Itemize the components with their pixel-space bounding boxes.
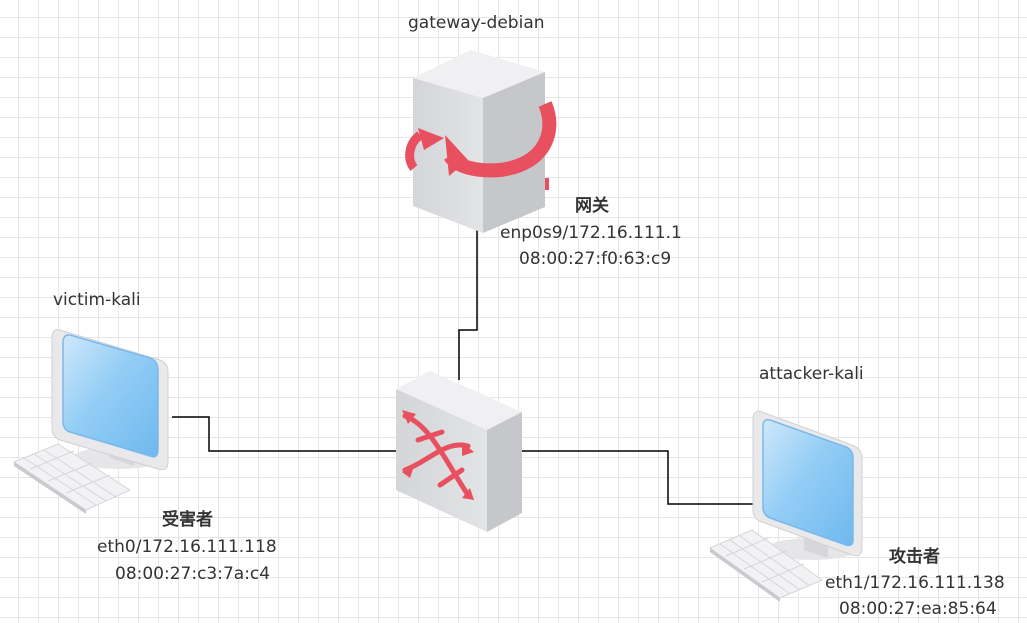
gateway-iface-label: enp0s9/172.16.111.1	[500, 223, 682, 243]
victim-computer-icon[interactable]	[12, 329, 169, 514]
victim-mac-label: 08:00:27:c3:7a:c4	[115, 564, 271, 584]
gateway-name-label: gateway-debian	[408, 13, 545, 33]
attacker-mac-label: 08:00:27:ea:85:64	[839, 599, 997, 619]
victim-name-label: victim-kali	[53, 290, 141, 310]
gateway-mac-label: 08:00:27:f0:63:c9	[519, 249, 672, 269]
attacker-name-label: attacker-kali	[759, 364, 864, 384]
link-victim-switch	[172, 416, 396, 452]
gateway-role-label: 网关	[575, 196, 609, 216]
link-gateway-switch	[458, 230, 478, 380]
link-switch-attacker	[522, 450, 758, 505]
attacker-keyboard-icon	[708, 529, 824, 602]
victim-keyboard-icon	[12, 443, 132, 514]
attacker-iface-label: eth1/172.16.111.138	[825, 573, 1005, 593]
attacker-role-label: 攻击者	[889, 547, 940, 567]
victim-role-label: 受害者	[162, 510, 213, 530]
links	[172, 230, 758, 505]
attacker-computer-icon[interactable]	[708, 410, 863, 602]
victim-iface-label: eth0/172.16.111.118	[97, 537, 277, 557]
gateway-router-icon[interactable]	[405, 50, 557, 233]
switch-icon[interactable]	[396, 371, 522, 532]
